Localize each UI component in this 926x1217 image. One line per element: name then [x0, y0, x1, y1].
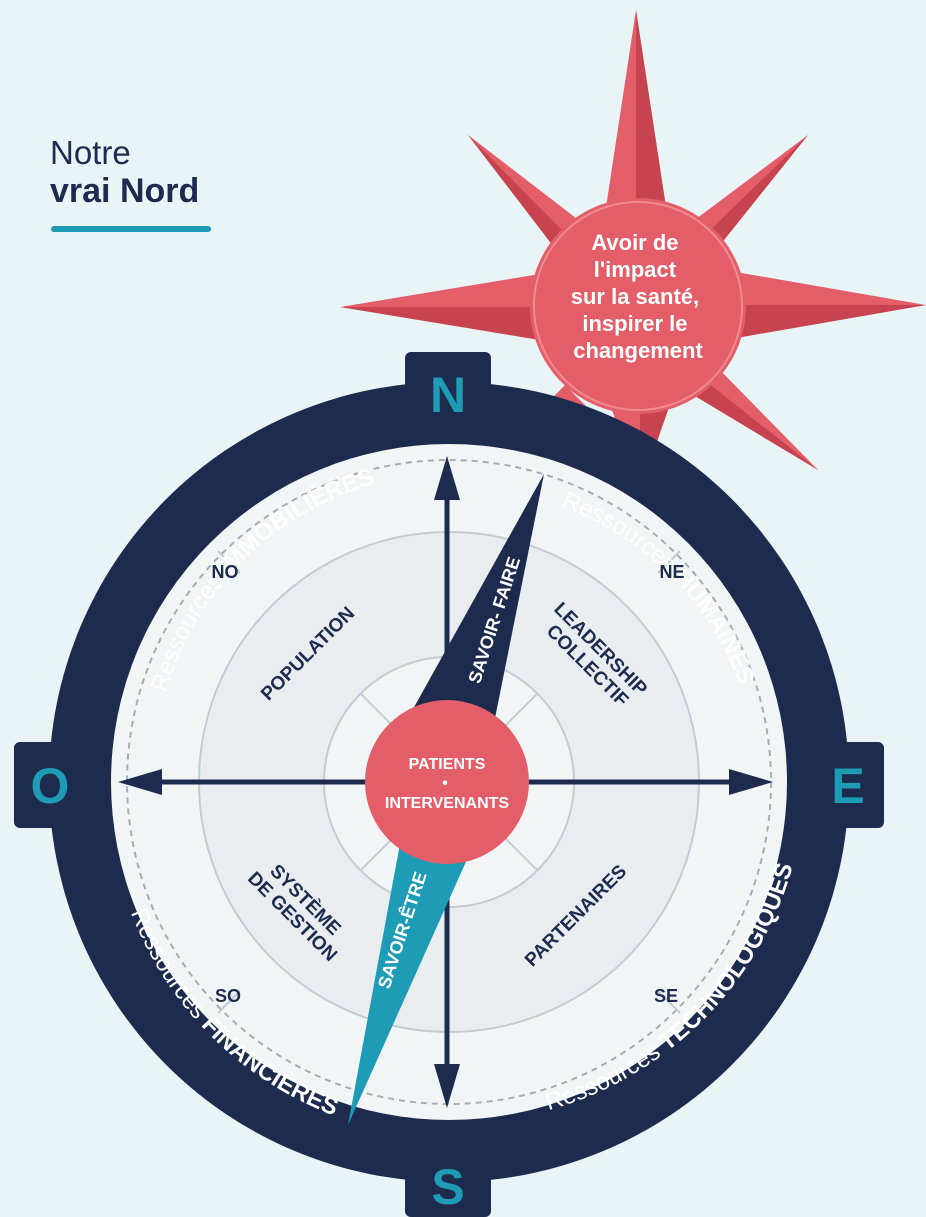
tick-line	[217, 990, 241, 1014]
south-letter: S	[431, 1159, 464, 1215]
star-text-line: Avoir de	[591, 230, 678, 255]
star-ray	[685, 375, 818, 470]
west-letter: O	[31, 758, 70, 814]
star-text-line: l'impact	[594, 257, 677, 282]
arrowhead-up	[434, 456, 460, 500]
star-text-line: sur la santé,	[571, 284, 699, 309]
star-center-disc	[530, 198, 746, 414]
tick-line	[657, 990, 681, 1014]
star-center-outline	[533, 201, 743, 411]
tick-line	[217, 550, 241, 574]
star-text-line: inspirer le	[582, 311, 687, 336]
star-ray	[685, 360, 818, 470]
needle-north	[408, 474, 544, 763]
star-text-line: changement	[573, 338, 703, 363]
label-se: SE	[654, 986, 678, 1006]
north-letter: N	[430, 367, 466, 423]
center-dot: •	[442, 775, 448, 792]
arrowhead-right	[729, 769, 773, 795]
east-letter: E	[831, 758, 864, 814]
star-ray	[340, 307, 540, 340]
star-text: Avoir de l'impact sur la santé, inspirer…	[571, 230, 706, 363]
arrowhead-down	[434, 1064, 460, 1108]
center-line-1: PATIENTS	[409, 756, 486, 773]
star-ray	[636, 10, 669, 227]
label-ne: NE	[659, 562, 684, 582]
label-so: SO	[215, 986, 241, 1006]
center-line-2: INTERVENANTS	[385, 795, 509, 812]
star-ray	[468, 135, 572, 255]
page-title: Notre vrai Nord	[50, 134, 200, 210]
arrowhead-left	[118, 769, 162, 795]
tick-line	[657, 550, 681, 574]
star-ray	[736, 305, 926, 338]
title-line-2: vrai Nord	[50, 171, 200, 210]
label-no: NO	[212, 562, 239, 582]
needle-south	[348, 822, 482, 1125]
star-ray	[700, 135, 808, 255]
title-line-1: Notre	[50, 134, 131, 171]
title-underline	[51, 226, 211, 232]
center-disc	[365, 700, 529, 864]
